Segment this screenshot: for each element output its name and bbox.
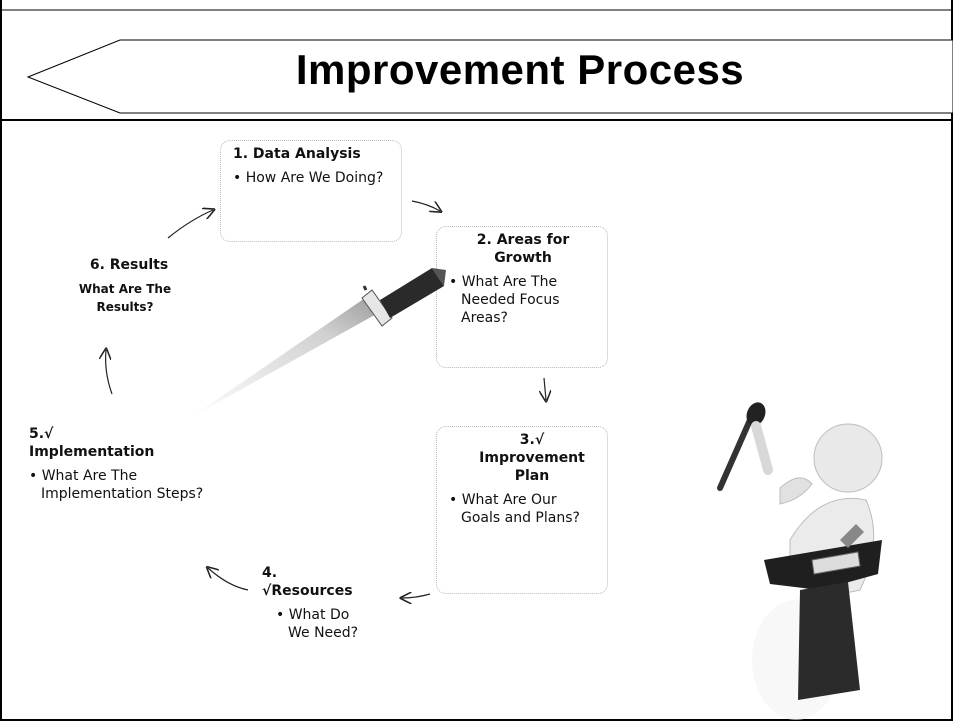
step-implementation: 5.√ Implementation • What Are The Implem… — [22, 420, 234, 562]
title-banner — [0, 9, 953, 121]
step-3-bullet: • What Are Our Goals and Plans? — [449, 492, 580, 526]
figure-icon — [717, 402, 883, 720]
arrow-1-to-2 — [411, 200, 440, 211]
step-data-analysis: 1. Data Analysis • How Are We Doing? — [220, 140, 402, 242]
step-5-heading: 5.√ Implementation — [29, 426, 155, 460]
step-resources: 4. √Resources • What Do We Need? — [256, 560, 396, 670]
arrow-5-to-6 — [106, 350, 113, 395]
arrow-2-to-3 — [544, 377, 546, 400]
slide-title: Improvement Process — [295, 46, 745, 93]
pencil-icon — [190, 268, 446, 418]
step-2-bullet: • What Are The Needed Focus Areas? — [449, 274, 560, 326]
arrow-4-to-5 — [208, 568, 249, 591]
step-6-text: What Are The Results? — [78, 282, 172, 314]
arrow-3-to-4 — [402, 594, 431, 598]
step-areas-for-growth: 2. Areas for Growth • What Are The Neede… — [436, 226, 608, 368]
arrow-6-to-1 — [167, 210, 213, 239]
step-1-heading: 1. Data Analysis — [233, 146, 361, 162]
step-1-bullet: • How Are We Doing? — [233, 170, 384, 186]
step-4-bullet: • What Do We Need? — [276, 607, 359, 641]
step-4-heading: 4. √Resources — [262, 565, 353, 599]
step-6-heading: 6. Results — [89, 257, 169, 273]
step-5-bullet: • What Are The Implementation Steps? — [29, 468, 204, 502]
step-improvement-plan: 3.√ Improvement Plan • What Are Our Goal… — [436, 426, 608, 594]
step-2-heading: 2. Areas for Growth — [476, 232, 570, 266]
step-results: 6. Results What Are The Results? — [64, 254, 194, 334]
step-3-heading: 3.√ Improvement Plan — [479, 432, 585, 484]
